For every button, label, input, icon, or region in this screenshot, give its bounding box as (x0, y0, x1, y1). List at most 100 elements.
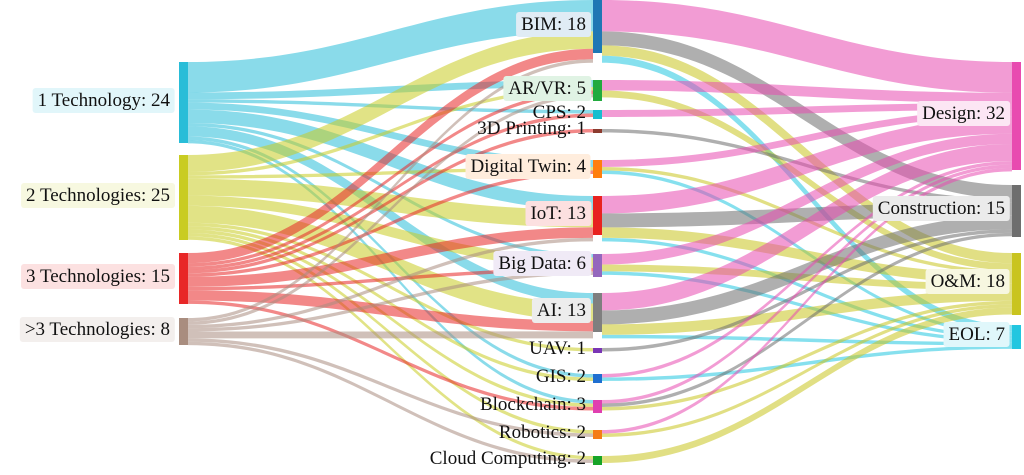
link-ai-to-eol[interactable] (602, 334, 1012, 346)
link-ai-to-design[interactable] (602, 144, 1012, 311)
link-blockchain-to-construction[interactable] (602, 232, 1012, 407)
link-iot-to-eol[interactable] (602, 237, 1012, 339)
node-bar-bigdata[interactable] (593, 254, 602, 277)
link-tech2-to-gis[interactable] (188, 226, 593, 381)
link-bigdata-to-om[interactable] (602, 264, 1012, 291)
node-bar-tech1[interactable] (179, 62, 188, 143)
node-bar-dtwin[interactable] (593, 160, 602, 178)
link-tech3-to-bim[interactable] (188, 48, 593, 264)
link-uav-to-construction[interactable] (602, 229, 1012, 352)
node-label-dtwin: Digital Twin: 4 (465, 154, 591, 179)
node-label-text-construction: Construction: 15 (872, 196, 1010, 221)
node-bar-construction[interactable] (1012, 185, 1021, 237)
node-bar-blockchain[interactable] (593, 400, 602, 413)
link-tech2-to-uav[interactable] (188, 222, 593, 352)
link-tech3-to-iot[interactable] (188, 227, 593, 287)
link-techgt3-to-cloud[interactable] (188, 341, 593, 463)
node-label-eol: EOL: 7 (943, 322, 1010, 347)
node-bar-techgt3[interactable] (179, 318, 188, 345)
link-techgt3-to-robotics[interactable] (188, 338, 593, 437)
node-label-text-print3d: 3D Printing: 1 (477, 118, 586, 139)
link-bim-to-design[interactable] (602, 0, 1012, 93)
node-bar-robotics[interactable] (593, 430, 602, 439)
node-bar-uav[interactable] (593, 348, 602, 353)
node-label-uav: UAV: 1 (524, 339, 591, 358)
node-bar-design[interactable] (1012, 62, 1021, 170)
link-blockchain-to-design[interactable] (602, 164, 1012, 404)
link-dtwin-to-design[interactable] (602, 109, 1012, 167)
link-blockchain-to-om[interactable] (602, 300, 1012, 411)
node-bar-gis[interactable] (593, 374, 602, 383)
node-label-cps: CPS: 2 (528, 103, 591, 122)
node-bar-arvr[interactable] (593, 80, 602, 101)
node-label-blockchain: Blockchain: 3 (475, 395, 591, 414)
link-ai-to-om[interactable] (602, 290, 1012, 335)
link-tech1-to-bim[interactable] (188, 0, 593, 93)
links-middle-to-right (602, 0, 1012, 463)
link-tech2-to-blockchain[interactable] (188, 229, 593, 407)
link-techgt3-to-ai[interactable] (188, 331, 593, 339)
node-bar-cloud[interactable] (593, 456, 602, 465)
node-label-iot: IoT: 13 (525, 200, 591, 226)
node-bar-tech2[interactable] (179, 155, 188, 240)
node-bar-bim[interactable] (593, 0, 602, 53)
link-cloud-to-om[interactable] (602, 307, 1012, 463)
link-tech1-to-dtwin[interactable] (188, 102, 593, 167)
link-bim-to-om[interactable] (602, 45, 1012, 264)
node-label-robotics: Robotics: 2 (494, 423, 591, 442)
node-label-text-arvr: AR/VR: 5 (503, 75, 591, 101)
node-label-tech2: 2 Technologies: 25 (21, 182, 175, 208)
link-gis-to-eol[interactable] (602, 345, 1012, 381)
node-label-arvr: AR/VR: 5 (503, 75, 591, 101)
link-bigdata-to-eol[interactable] (602, 271, 1012, 343)
node-bar-cps[interactable] (593, 110, 602, 119)
link-tech2-to-arvr[interactable] (188, 86, 593, 176)
node-label-text-bigdata: Big Data: 6 (493, 250, 591, 276)
link-techgt3-to-iot[interactable] (188, 237, 593, 329)
node-bar-print3d[interactable] (593, 129, 602, 133)
link-tech2-to-iot[interactable] (188, 178, 593, 228)
link-cps-to-design[interactable] (602, 103, 1012, 117)
node-label-techgt3: >3 Technologies: 8 (19, 316, 175, 342)
node-label-tech1: 1 Technology: 24 (32, 87, 175, 113)
link-tech2-to-cloud[interactable] (188, 236, 593, 460)
link-arvr-to-om[interactable] (602, 90, 1012, 271)
link-bim-to-eol[interactable] (602, 55, 1012, 332)
node-label-text-blockchain: Blockchain: 3 (479, 393, 586, 415)
link-gis-to-design[interactable] (602, 161, 1012, 378)
link-arvr-to-design[interactable] (602, 80, 1012, 103)
link-techgt3-to-bim[interactable] (188, 59, 593, 322)
link-tech3-to-ai[interactable] (188, 290, 593, 332)
link-tech3-to-blockchain[interactable] (188, 300, 593, 411)
node-label-cloud: Cloud Computing: 2 (425, 449, 591, 468)
node-bar-om[interactable] (1012, 253, 1021, 315)
node-label-text-cps: CPS: 2 (532, 101, 586, 123)
node-label-print3d: 3D Printing: 1 (472, 119, 591, 138)
node-bar-eol[interactable] (1012, 325, 1021, 349)
node-bar-iot[interactable] (593, 196, 602, 235)
link-tech1-to-ai[interactable] (188, 126, 593, 304)
node-label-text-dtwin: Digital Twin: 4 (465, 154, 591, 179)
link-robotics-to-om[interactable] (602, 304, 1012, 437)
node-label-text-om: O&M: 18 (925, 269, 1010, 294)
node-label-text-design: Design: 32 (917, 101, 1010, 126)
node-label-bim: BIM: 18 (516, 11, 591, 37)
link-tech3-to-dtwin[interactable] (188, 170, 593, 277)
link-bigdata-to-design[interactable] (602, 133, 1012, 265)
node-bar-ai[interactable] (593, 293, 602, 332)
link-techgt3-to-bigdata[interactable] (188, 271, 593, 332)
link-tech2-to-bim[interactable] (188, 31, 593, 172)
node-label-text-techgt3: >3 Technologies: 8 (19, 316, 175, 342)
node-bar-tech3[interactable] (179, 253, 188, 304)
link-tech3-to-arvr[interactable] (188, 90, 593, 267)
node-label-gis: GIS: 2 (531, 367, 591, 386)
node-label-text-uav: UAV: 1 (529, 337, 586, 359)
link-techgt3-to-arvr[interactable] (188, 93, 593, 325)
link-tech3-to-print3d[interactable] (188, 129, 593, 274)
link-robotics-to-design[interactable] (602, 167, 1012, 434)
link-iot-to-design[interactable] (602, 116, 1012, 214)
link-bim-to-construction[interactable] (602, 31, 1012, 199)
node-label-ai: AI: 13 (531, 297, 591, 323)
